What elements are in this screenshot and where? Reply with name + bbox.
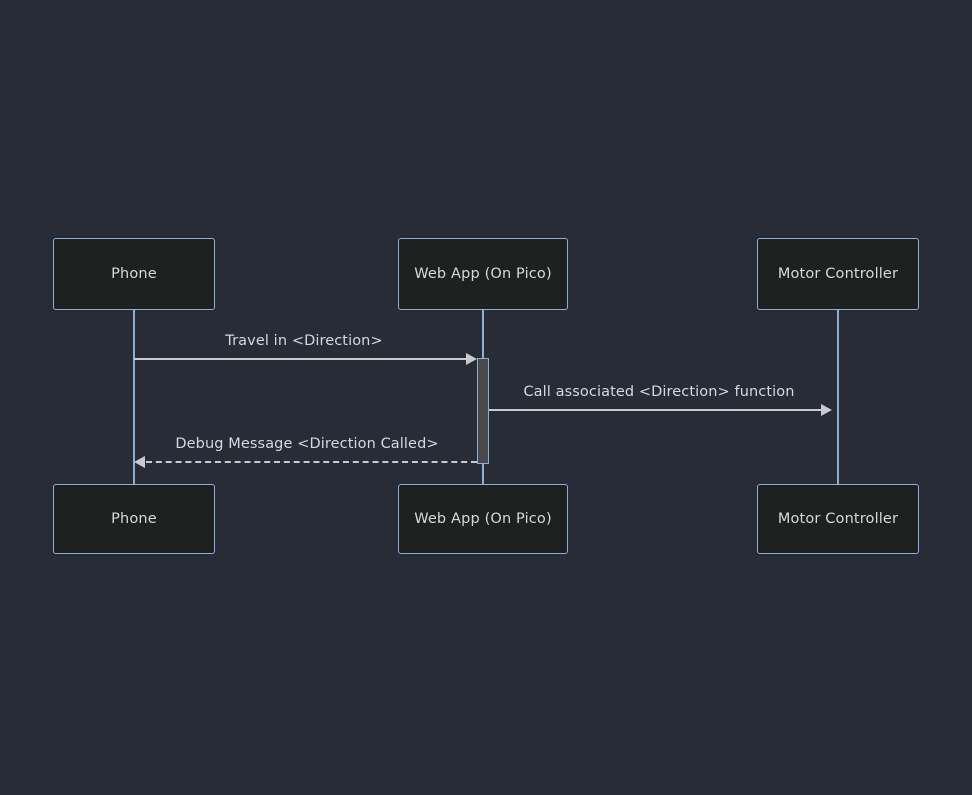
lifeline-motor [837, 310, 839, 484]
lifeline-phone [133, 310, 135, 484]
participant-box-webapp-bottom[interactable]: Web App (On Pico) [398, 484, 568, 554]
participant-label-webapp-top: Web App (On Pico) [414, 266, 552, 282]
participant-box-motor-top[interactable]: Motor Controller [757, 238, 919, 310]
participant-box-webapp-top[interactable]: Web App (On Pico) [398, 238, 568, 310]
message-line-debug [146, 461, 477, 463]
message-line-travel [134, 358, 468, 360]
message-arrowhead-travel [466, 353, 477, 365]
activation-bar-webapp [477, 358, 489, 464]
message-arrowhead-debug [134, 456, 145, 468]
message-arrowhead-call-function [821, 404, 832, 416]
participant-label-motor-bottom: Motor Controller [777, 511, 899, 527]
message-label-debug: Debug Message <Direction Called> [175, 436, 439, 452]
message-label-call-function: Call associated <Direction> function [523, 384, 795, 400]
participant-box-phone-top[interactable]: Phone [53, 238, 215, 310]
participant-label-webapp-bottom: Web App (On Pico) [414, 511, 552, 527]
participant-label-motor-top: Motor Controller [777, 266, 899, 282]
message-label-travel: Travel in <Direction> [225, 333, 383, 349]
participant-box-phone-bottom[interactable]: Phone [53, 484, 215, 554]
message-line-call-function [489, 409, 823, 411]
participant-label-phone-bottom: Phone [111, 511, 157, 527]
participant-box-motor-bottom[interactable]: Motor Controller [757, 484, 919, 554]
participant-label-phone-top: Phone [111, 266, 157, 282]
